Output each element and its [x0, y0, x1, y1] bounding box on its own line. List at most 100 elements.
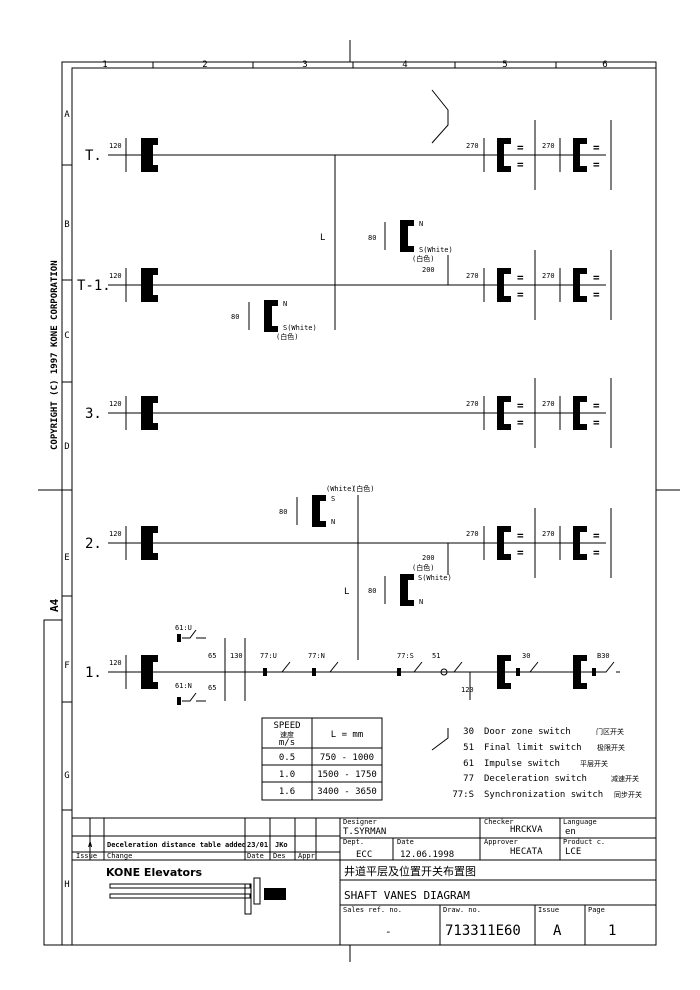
drawing-label: 270 [466, 272, 479, 280]
drawing-label: = [517, 271, 524, 284]
drawing-label: = [517, 158, 524, 171]
drawing-label: Product c. [563, 838, 605, 846]
issue: A [553, 923, 562, 939]
drawing-label: 120 [109, 659, 122, 667]
drawing-label: Final limit switch [484, 743, 582, 753]
drawing-label: 270 [466, 400, 479, 408]
rev-date: 23/01 [247, 841, 268, 849]
drawing-label: = [517, 546, 524, 559]
floor-2: 2. 120 270 270 = = = = [85, 508, 612, 578]
drawing-label: 80 [231, 313, 239, 321]
drawing-label: 120 [109, 272, 122, 280]
drawing-label: Door zone switch [484, 727, 571, 737]
dim-l-lower: L [344, 495, 359, 660]
drawing-label: = [517, 399, 524, 412]
drawing-label: (白色) [276, 332, 298, 341]
floor-label: 3. [85, 406, 102, 422]
drawing-label: (白色) [412, 563, 434, 572]
drawing-label: N [283, 300, 287, 308]
drawing-label: = [593, 158, 600, 171]
checker: HRCKVA [510, 825, 543, 835]
drawing-label: 51 [463, 743, 474, 753]
row-label: E [64, 553, 69, 563]
drawing-label: 120 [461, 686, 474, 694]
drawing-label: Language [563, 818, 597, 826]
designer: T.SYRMAN [343, 827, 386, 837]
floor-1: 1. 120 61:U 61:N 65 65 130 77:U 77:N 77:… [85, 624, 620, 705]
drawing-label: = [517, 416, 524, 429]
drawing-label: 30 [522, 652, 530, 660]
drawing-label: 80 [368, 234, 376, 242]
table-cell: 1.0 [279, 770, 295, 780]
drawing-label: (White) [326, 485, 356, 493]
drawing-label: 120 [109, 400, 122, 408]
speed-table: SPEED 速度 m/s L = mm 0.5 750 - 1000 1.0 1… [261, 717, 383, 801]
table-cell: 1.6 [279, 787, 295, 797]
drawing-label: 270 [542, 400, 555, 408]
title-cn: 井道平层及位置开关布置图 [344, 864, 476, 878]
rev-change: Deceleration distance table added [107, 841, 246, 849]
sheet-frame [38, 40, 680, 962]
table-cell: 750 - 1000 [320, 753, 374, 763]
drawing-label: N [419, 598, 423, 606]
floor-3: 3. 120 270 270 = = = = [85, 378, 612, 448]
language: en [565, 827, 576, 837]
drawing-label: 80 [368, 587, 376, 595]
drawing-label: 120 [109, 530, 122, 538]
drawing-label: 65 [208, 684, 216, 692]
drawing-label: = [593, 546, 600, 559]
table-cell: 3400 - 3650 [317, 787, 377, 797]
floor-label: 2. [85, 536, 102, 552]
drawing-label: (白色) [412, 254, 434, 263]
drawing-label: S(White) [283, 324, 317, 332]
drawing-label: N [331, 518, 335, 526]
floor-top: T. 120 270 270 = = = = [85, 120, 612, 190]
drawing-label: Sales ref. no. [343, 906, 402, 914]
vane-lower-left: 80 N S(White) (白色) [231, 300, 317, 341]
drawing-label: = [593, 399, 600, 412]
drawing-label: 270 [542, 530, 555, 538]
drawing-label: = [593, 141, 600, 154]
drawing-label: Approver [484, 838, 518, 846]
drawing-label: 200 [422, 554, 435, 562]
column-label: 1 [102, 60, 107, 70]
drawing-label: 门区开关 [596, 727, 624, 736]
drawing-label: Designer [343, 818, 377, 826]
drawing-label: Draw. no. [443, 906, 481, 914]
drawing-label: 减速开关 [611, 774, 639, 783]
row-label: D [64, 442, 69, 452]
drawing-label: 270 [466, 530, 479, 538]
row-label: F [64, 661, 69, 671]
grid-labels: 1 2 3 4 5 6 A B C D E F G H [64, 60, 607, 890]
row-label: A [64, 110, 70, 120]
floor-label: 1. [85, 665, 102, 681]
drawing-label: Date [397, 838, 414, 846]
drawing-label: Deceleration switch [484, 774, 587, 784]
drawing-label: 平层开关 [580, 759, 608, 768]
column-label: 6 [602, 60, 607, 70]
drawing-label: 200 [422, 266, 435, 274]
dim-l-upper: L [320, 155, 336, 330]
floor-label: T. [85, 148, 102, 164]
break-mark [431, 728, 449, 751]
drawing-label: Issue [76, 852, 97, 860]
drawing-label: Impulse switch [484, 759, 560, 769]
drawing-label: 77:N [308, 652, 325, 660]
table-cell: 1500 - 1750 [317, 770, 377, 780]
drawing-label: Date [247, 852, 264, 860]
drawing-label: Checker [484, 818, 514, 826]
dept: ECC [356, 850, 372, 860]
drawing-label: Issue [538, 906, 559, 914]
kone-logo [109, 877, 286, 915]
drawing-label: 极限开关 [597, 743, 625, 752]
drawing-label: Dept. [343, 838, 364, 846]
drawing-label: = [593, 416, 600, 429]
drawing-label: = [593, 288, 600, 301]
column-label: 2 [202, 60, 207, 70]
drawing-label: N [419, 220, 423, 228]
drawing-label: 77:U [260, 652, 277, 660]
drawing-label: L [320, 233, 325, 243]
break-mark [431, 89, 449, 144]
drawing-label: B30 [597, 652, 610, 660]
